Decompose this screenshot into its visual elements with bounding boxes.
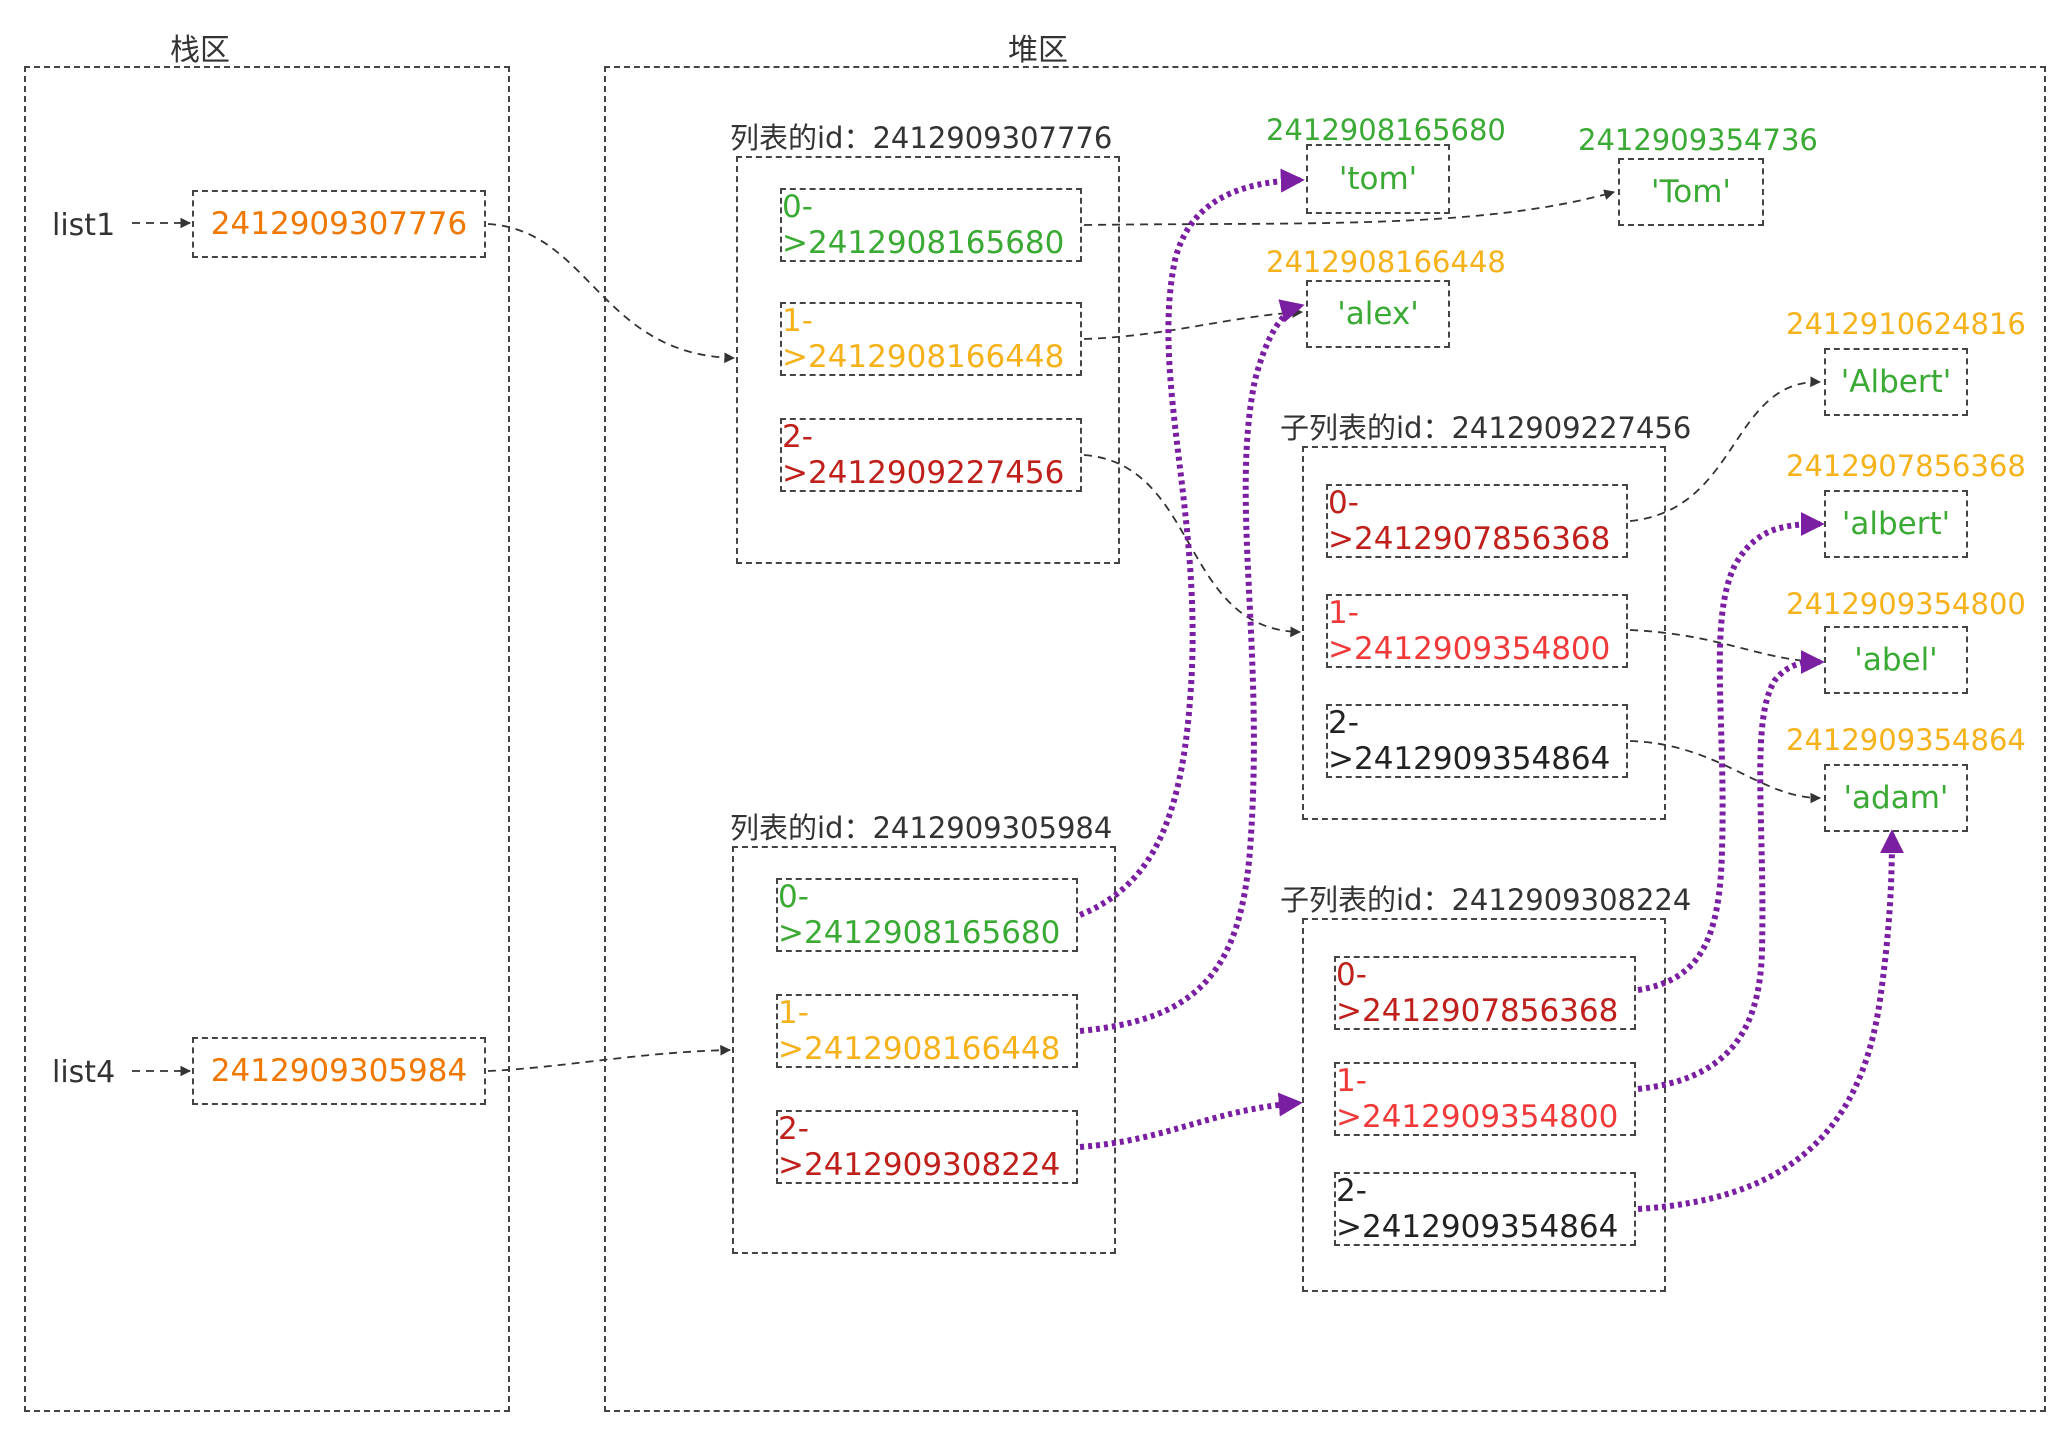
stack-region [24,66,510,1412]
object-alex-address: 2412908166448 [1266,245,1506,279]
object-adam: 'adam' [1824,764,1968,832]
object-albert-address: 2412907856368 [1786,449,2026,483]
list1-item-2: 2->2412909227456 [780,418,1082,492]
var-value-list1: 2412909307776 [192,190,486,258]
sublist1-id-label: 子列表的id：2412909227456 [1280,411,1692,445]
sublist1-item-2: 2->2412909354864 [1326,704,1628,778]
object-tom-address: 2412908165680 [1266,113,1506,147]
sublist1-item-1: 1->2412909354800 [1326,594,1628,668]
list1-item-0: 0->2412908165680 [780,188,1082,262]
object-alex: 'alex' [1306,280,1450,348]
object-albert: 'albert' [1824,490,1968,558]
list4-container [732,846,1116,1254]
heap-region [604,66,2046,1412]
object-Tom-address: 2412909354736 [1578,123,1818,157]
sublist1-item-0: 0->2412907856368 [1326,484,1628,558]
object-abel: 'abel' [1824,626,1968,694]
list4-item-1: 1->2412908166448 [776,994,1078,1068]
object-Albert-address: 2412910624816 [1786,307,2026,341]
var-name-list4: list4 [52,1055,116,1090]
sublist2-item-2: 2->2412909354864 [1334,1172,1636,1246]
sublist2-id-label: 子列表的id：2412909308224 [1280,883,1692,917]
list1-item-1: 1->2412908166448 [780,302,1082,376]
object-abel-address: 2412909354800 [1786,587,2026,621]
stack-region-label: 栈区 [170,33,230,68]
var-name-list1: list1 [52,208,116,243]
heap-region-label: 堆区 [1008,33,1068,68]
list1-id-label: 列表的id：2412909307776 [730,121,1113,155]
object-adam-address: 2412909354864 [1786,723,2026,757]
sublist2-item-0: 0->2412907856368 [1334,956,1636,1030]
list4-item-0: 0->2412908165680 [776,878,1078,952]
object-Tom: 'Tom' [1618,158,1764,226]
list4-id-label: 列表的id：2412909305984 [730,811,1113,845]
sublist2-item-1: 1->2412909354800 [1334,1062,1636,1136]
object-Albert: 'Albert' [1824,348,1968,416]
list4-item-2: 2->2412909308224 [776,1110,1078,1184]
object-tom: 'tom' [1306,144,1450,214]
var-value-list4: 2412909305984 [192,1037,486,1105]
